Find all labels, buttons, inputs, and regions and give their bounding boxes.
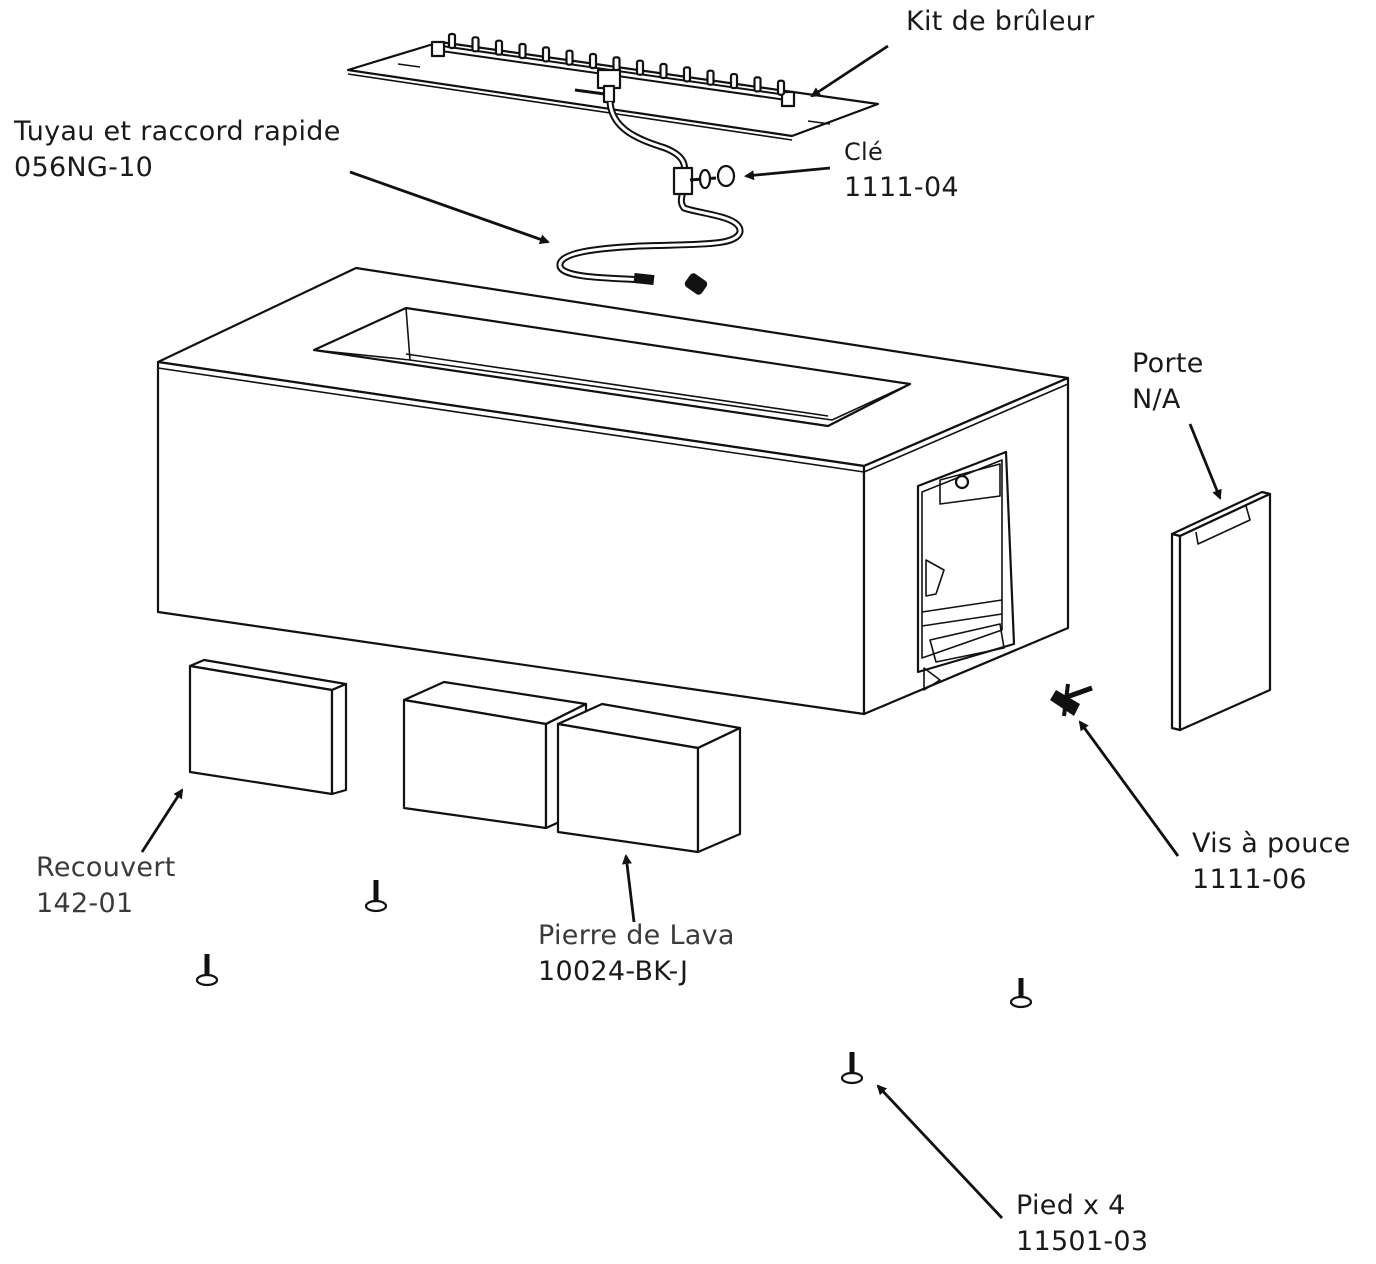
label-lava: Pierre de Lava 10024-BK-J — [538, 918, 735, 990]
arrow-foot — [876, 1084, 1004, 1219]
label-hose-name: Tuyau et raccord rapide — [14, 116, 341, 147]
label-lava-part: 10024-BK-J — [538, 956, 689, 987]
label-burner-kit: Kit de brûleur — [906, 4, 1095, 40]
arrow-door — [1188, 423, 1222, 500]
label-cover: Recouvert 142-01 — [36, 850, 176, 922]
burner-jets — [447, 32, 786, 96]
burner-jet — [659, 62, 668, 80]
foot-2 — [195, 954, 219, 987]
foot-3 — [1009, 978, 1033, 1009]
burner-jet — [494, 39, 504, 56]
key-part — [689, 164, 736, 190]
label-door-part: N/A — [1132, 384, 1181, 415]
foot-1 — [364, 880, 388, 913]
arrow-thumb-screw — [1078, 720, 1180, 857]
burner-jet — [541, 46, 551, 63]
label-door-name: Porte — [1132, 348, 1204, 379]
label-thumb-screw-part: 1111-06 — [1192, 864, 1307, 895]
burner-jet — [776, 79, 786, 96]
arrow-burner-kit — [810, 44, 889, 98]
arrow-key — [744, 166, 831, 181]
foot-4 — [840, 1052, 864, 1085]
burner-jet — [447, 32, 457, 50]
label-cover-name: Recouvert — [36, 852, 176, 883]
arrow-lava — [621, 854, 636, 923]
thumb-screw-part — [1050, 683, 1093, 717]
arrow-hose — [349, 170, 550, 245]
label-foot-part: 11501-03 — [1016, 1226, 1149, 1257]
burner-jet — [588, 52, 598, 70]
cover-panel-part — [188, 658, 348, 796]
burner-jet — [471, 36, 480, 53]
label-key: Clé 1111-04 — [844, 134, 959, 206]
burner-jet — [518, 42, 527, 60]
burner-jet — [565, 49, 574, 66]
burner-kit-part — [346, 32, 880, 141]
label-burner-kit-name: Kit de brûleur — [906, 6, 1095, 37]
lava-rock-block-right — [556, 702, 742, 854]
door-panel-part — [1170, 490, 1272, 732]
label-cover-part: 142-01 — [36, 888, 134, 919]
label-thumb-screw-name: Vis à pouce — [1192, 828, 1351, 859]
burner-jet — [706, 69, 715, 86]
label-door: Porte N/A — [1132, 346, 1204, 418]
burner-jet — [753, 76, 762, 93]
arrow-cover — [140, 788, 184, 853]
label-hose-part: 056NG-10 — [14, 152, 154, 183]
label-foot-name: Pied x 4 — [1016, 1190, 1126, 1221]
label-key-part: 1111-04 — [844, 172, 959, 203]
burner-jet — [635, 59, 645, 76]
burner-jet — [682, 66, 692, 83]
connector-plug — [684, 273, 708, 295]
label-key-name: Clé — [844, 138, 884, 166]
label-thumb-screw: Vis à pouce 1111-06 — [1192, 826, 1351, 898]
label-foot: Pied x 4 11501-03 — [1016, 1188, 1148, 1260]
hose-part — [556, 101, 744, 295]
fire-table-enclosure — [156, 266, 1070, 716]
burner-jet — [729, 72, 739, 90]
label-lava-name: Pierre de Lava — [538, 920, 735, 951]
label-hose: Tuyau et raccord rapide 056NG-10 — [14, 114, 341, 186]
